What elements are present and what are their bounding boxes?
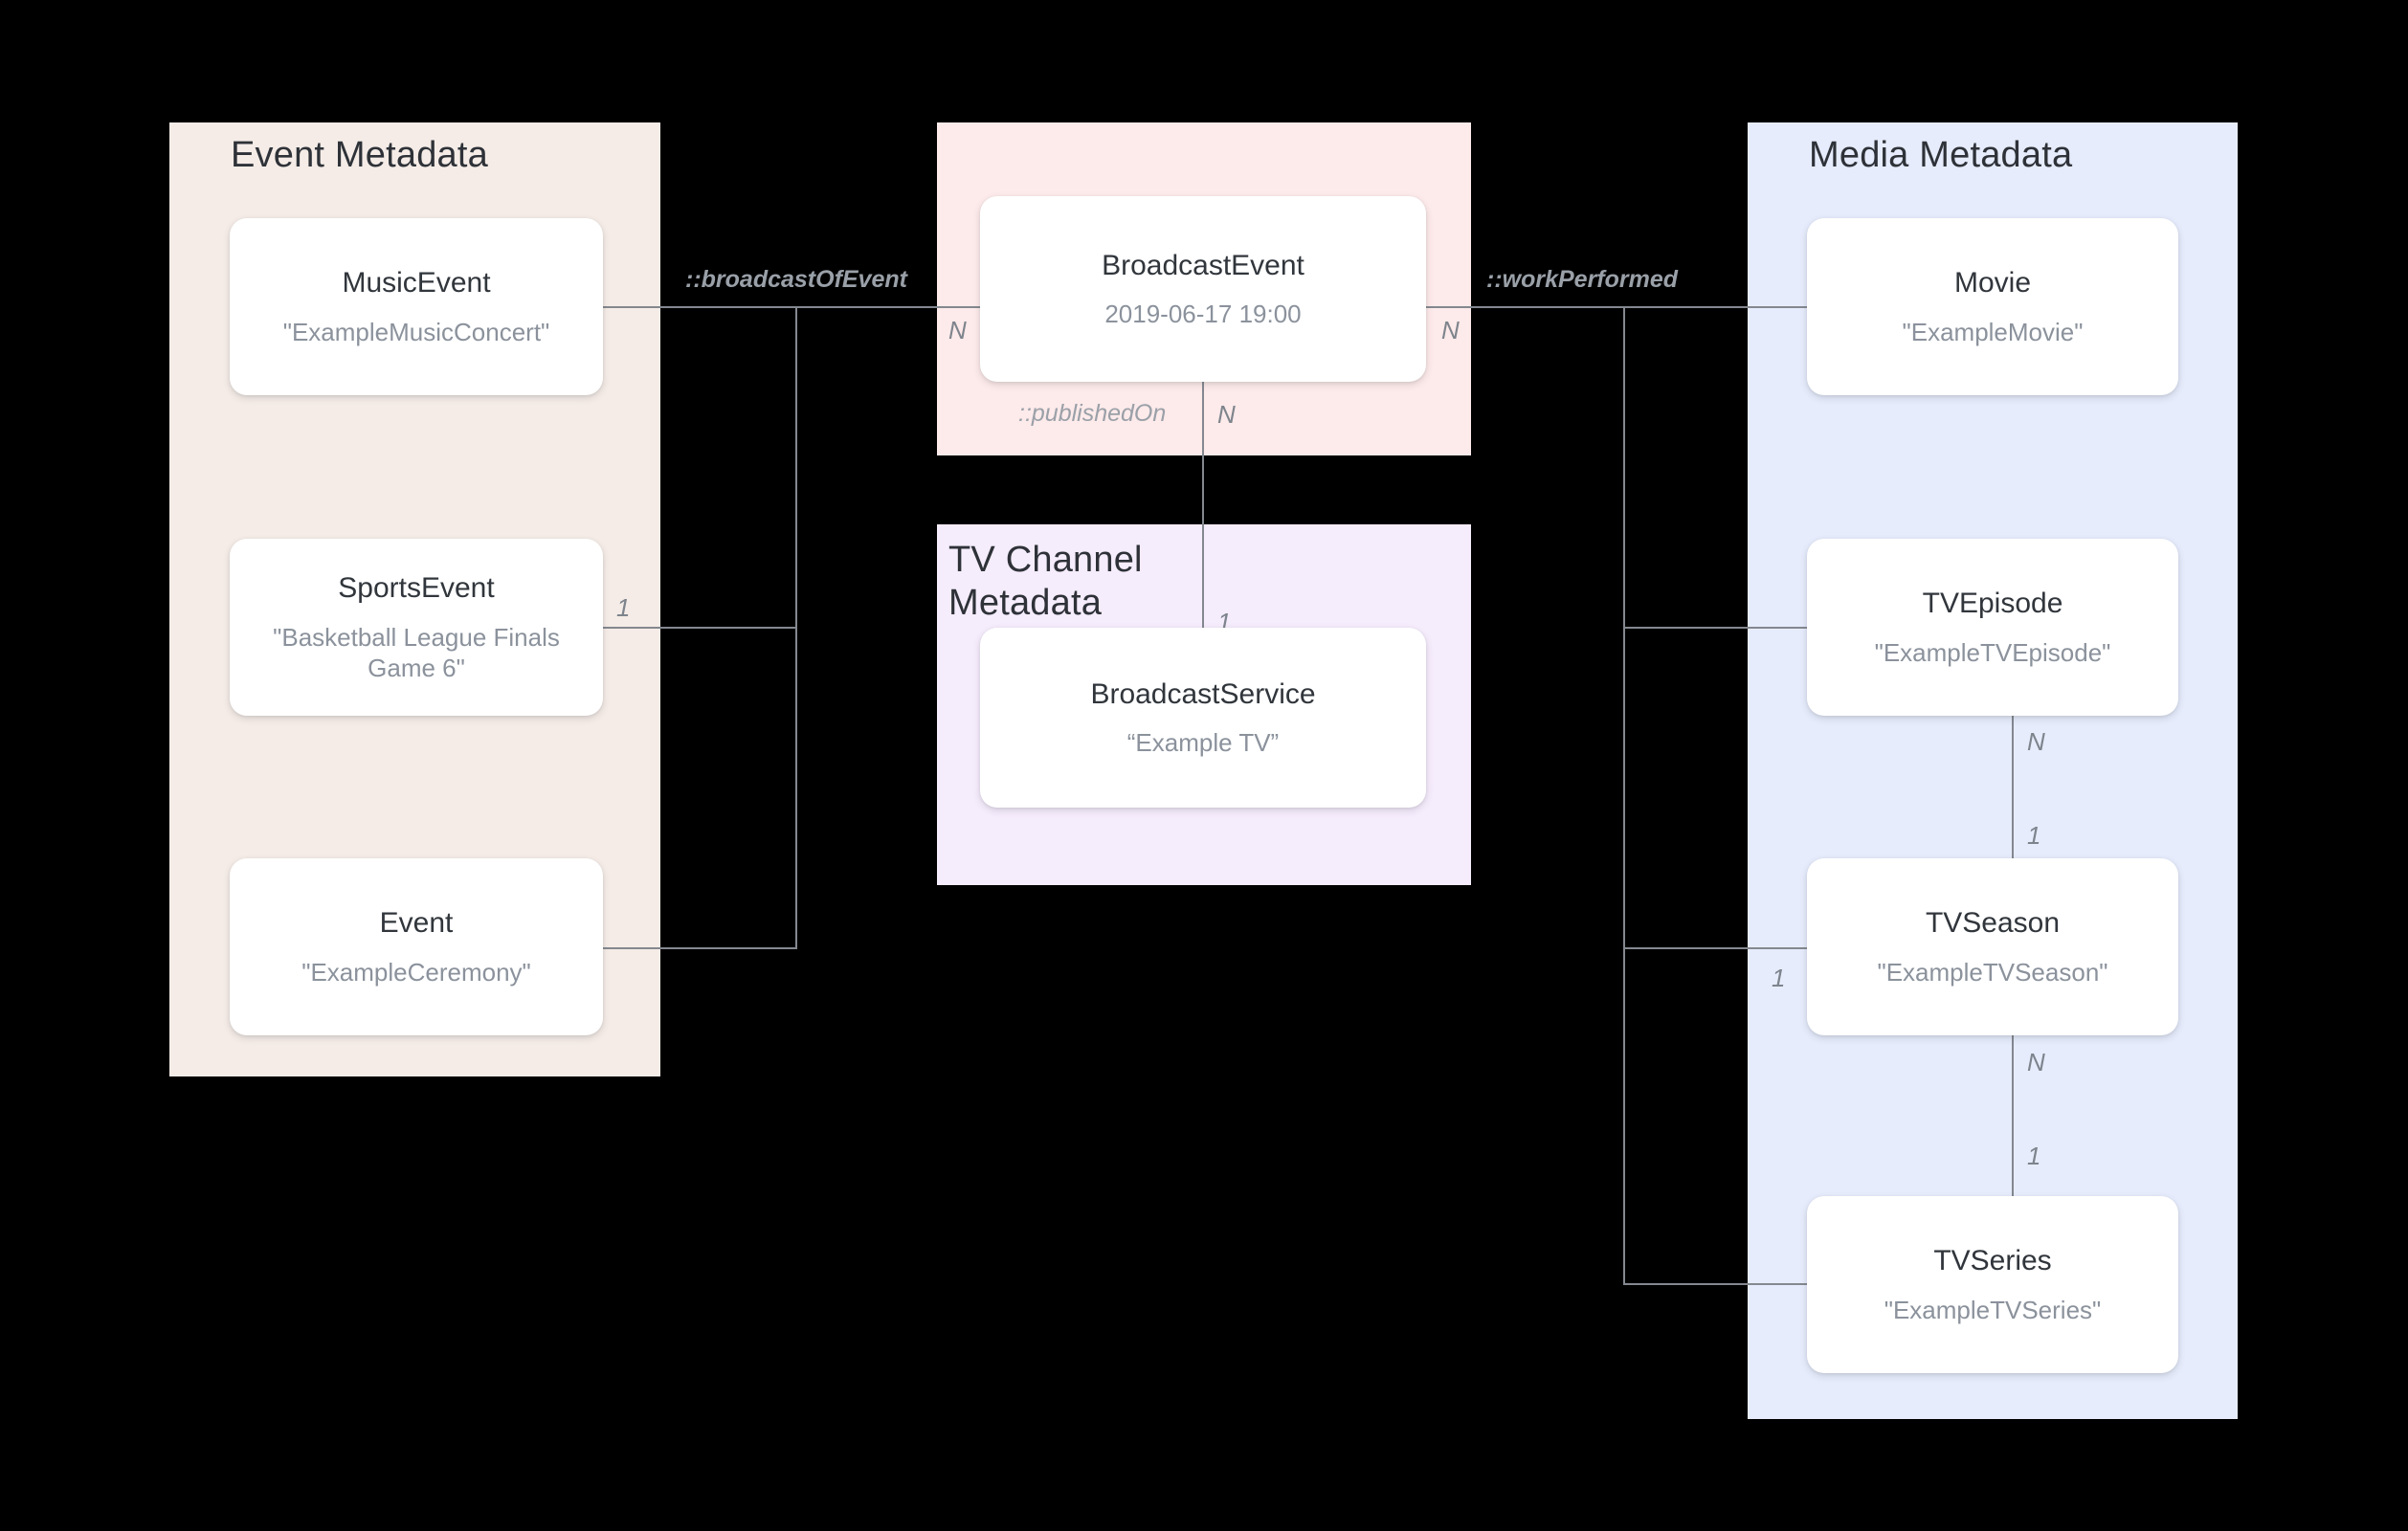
group-title-event-metadata: Event Metadata: [231, 135, 488, 175]
group-title-media-metadata: Media Metadata: [1809, 135, 2073, 175]
connector-bus-to-movie: [1623, 306, 1809, 308]
entity-value-musicevent: "ExampleMusicConcert": [282, 317, 550, 346]
connector-broadcastevent-to-media-bus: [1426, 306, 1624, 308]
connector-sportsevent-to-bus: [603, 627, 797, 629]
cardinality-broadcastevent-bottom-n: N: [1217, 400, 1236, 429]
entity-value-broadcastevent: 2019-06-17 19:00: [1104, 300, 1302, 329]
connector-musicevent-to-bus: [603, 306, 797, 308]
entity-card-broadcastevent[interactable]: BroadcastEvent 2019-06-17 19:00: [980, 196, 1426, 382]
entity-value-tvseries: "ExampleTVSeries": [1884, 1295, 2102, 1324]
entity-card-tvepisode[interactable]: TVEpisode "ExampleTVEpisode": [1807, 539, 2178, 716]
entity-type-broadcastevent: BroadcastEvent: [1102, 249, 1304, 281]
relation-label-broadcast-of-event: ::broadcastOfEvent: [685, 266, 907, 293]
entity-card-sportsevent[interactable]: SportsEvent "Basketball League Finals Ga…: [230, 539, 603, 716]
connector-bus-to-tvepisode: [1623, 627, 1809, 629]
entity-type-sportsevent: SportsEvent: [338, 571, 495, 604]
cardinality-tvepisode-to-tvseason-n: N: [2027, 727, 2045, 756]
entity-card-event[interactable]: Event "ExampleCeremony": [230, 858, 603, 1035]
entity-type-movie: Movie: [1953, 267, 2032, 300]
entity-value-tvepisode: "ExampleTVEpisode": [1874, 637, 2111, 667]
entity-value-movie: "ExampleMovie": [1902, 317, 2084, 346]
connector-bus-to-tvseries: [1623, 1283, 1809, 1285]
connector-tvseason-to-tvseries: [2012, 1035, 2014, 1196]
entity-value-tvseason: "ExampleTVSeason": [1877, 957, 2108, 987]
entity-type-event: Event: [379, 907, 454, 940]
cardinality-tvseason-to-tvseries-one: 1: [2027, 1142, 2041, 1170]
cardinality-sportsevent-one: 1: [616, 593, 631, 622]
entity-value-broadcastservice: “Example TV”: [1126, 728, 1280, 758]
cardinality-broadcastevent-left-n: N: [948, 316, 967, 344]
connector-event-bus-vertical: [795, 306, 797, 949]
group-title-tv-channel-metadata: TV Channel Metadata: [948, 540, 1143, 623]
connector-tvepisode-to-tvseason: [2012, 716, 2014, 858]
connector-event-to-bus: [603, 947, 797, 949]
entity-type-broadcastservice: BroadcastService: [1090, 677, 1316, 710]
entity-type-musicevent: MusicEvent: [342, 267, 491, 300]
cardinality-tvseason-left-one: 1: [1772, 964, 1786, 992]
connector-bus-to-broadcastevent: [795, 306, 981, 308]
entity-type-tvepisode: TVEpisode: [1922, 588, 2063, 620]
entity-value-event: "ExampleCeremony": [301, 957, 531, 987]
connector-bus-to-tvseason: [1623, 947, 1809, 949]
entity-type-tvseason: TVSeason: [1925, 907, 2061, 940]
connector-broadcastevent-to-broadcastservice: [1202, 382, 1204, 629]
entity-value-sportsevent: "Basketball League Finals Game 6": [273, 622, 560, 682]
cardinality-tvepisode-to-tvseason-one: 1: [2027, 821, 2041, 850]
entity-card-tvseason[interactable]: TVSeason "ExampleTVSeason": [1807, 858, 2178, 1035]
entity-card-tvseries[interactable]: TVSeries "ExampleTVSeries": [1807, 1196, 2178, 1373]
cardinality-tvseason-to-tvseries-n: N: [2027, 1048, 2045, 1076]
connector-media-bus-vertical: [1623, 306, 1625, 1285]
entity-type-tvseries: TVSeries: [1933, 1245, 2052, 1277]
relation-label-published-on: ::publishedOn: [1018, 400, 1167, 427]
entity-card-broadcastservice[interactable]: BroadcastService “Example TV”: [980, 628, 1426, 808]
cardinality-broadcastevent-right-n: N: [1441, 316, 1460, 344]
entity-card-movie[interactable]: Movie "ExampleMovie": [1807, 218, 2178, 395]
entity-card-musicevent[interactable]: MusicEvent "ExampleMusicConcert": [230, 218, 603, 395]
relation-label-work-performed: ::workPerformed: [1486, 266, 1679, 293]
